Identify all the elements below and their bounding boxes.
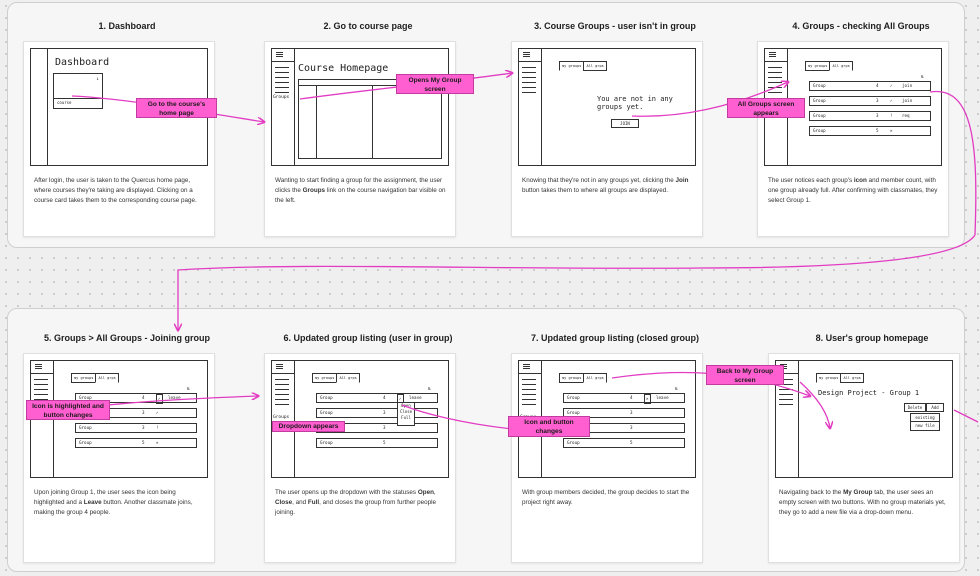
note-go-to-course: Go to the course's home page bbox=[136, 98, 217, 118]
flow-row-1: 1. Dashboard Dashboard ↓ course After lo… bbox=[7, 2, 965, 248]
groups-nav-label: Groups bbox=[273, 95, 290, 100]
sketch-heading: Dashboard bbox=[55, 57, 110, 68]
note-all-groups-screen: All Groups screen appears bbox=[727, 98, 805, 118]
empty-message: You are not in any groups yet. bbox=[597, 95, 673, 111]
sort-icon: ⇅ bbox=[675, 386, 679, 392]
note-icon-highlighted: Icon is highlighted and button changes bbox=[26, 400, 110, 420]
menu-icon bbox=[276, 52, 283, 53]
step-title: 4. Groups - checking All Groups bbox=[792, 21, 930, 31]
delete-button-sketch: Delete bbox=[904, 403, 926, 412]
menu-icon bbox=[523, 52, 530, 53]
menu-icon bbox=[276, 364, 283, 365]
step-title: 2. Go to course page bbox=[323, 21, 413, 31]
step-description: After login, the user is taken to the Qu… bbox=[34, 177, 197, 205]
step-title: 5. Groups > All Groups - Joining group bbox=[44, 333, 210, 343]
step-description: Knowing that they're not in any groups y… bbox=[522, 177, 689, 195]
wireframe-sketch: Groups Course Homepage bbox=[271, 48, 449, 166]
flow-row-2: 5. Groups > All Groups - Joining group m… bbox=[7, 308, 965, 572]
sort-icon: ⇅ bbox=[921, 74, 925, 80]
step-description: Wanting to start finding a group for the… bbox=[275, 177, 446, 205]
add-button-sketch: Add bbox=[926, 403, 944, 412]
menu-icon bbox=[35, 364, 42, 365]
sketch-heading: Design Project - Group 1 bbox=[818, 389, 920, 397]
step-title: 8. User's group homepage bbox=[815, 333, 929, 343]
note-dropdown-appears: Dropdown appears bbox=[272, 421, 345, 432]
course-card: ↓ course bbox=[53, 73, 103, 109]
note-opens-my-group: Opens My Group screen bbox=[396, 74, 474, 94]
sort-icon: ⇅ bbox=[187, 386, 191, 392]
menu-icon bbox=[523, 364, 530, 365]
join-button-sketch: JOIN bbox=[611, 119, 639, 128]
menu-icon bbox=[769, 52, 776, 53]
step-title: 7. Updated group listing (closed group) bbox=[531, 333, 699, 343]
note-icon-button-changes: Icon and button changes bbox=[508, 416, 590, 437]
sketch-heading: Course Homepage bbox=[298, 63, 389, 74]
groups-nav-label: Groups bbox=[273, 415, 290, 420]
step-card: Groups Course Homepage Wanting to start … bbox=[264, 41, 456, 237]
step-title: 3. Course Groups - user isn't in group bbox=[534, 21, 696, 31]
note-back-to-my-group: Back to My Group screen bbox=[706, 365, 784, 385]
step-description: The user notices each group's icon and m… bbox=[768, 177, 938, 205]
step-description: Navigating back to the My Group tab, the… bbox=[779, 489, 946, 517]
step-title: 6. Updated group listing (user in group) bbox=[283, 333, 453, 343]
step-description: Upon joining Group 1, the user sees the … bbox=[34, 489, 193, 517]
step-description: With group members decided, the group de… bbox=[522, 489, 690, 507]
step-title: 1. Dashboard bbox=[98, 21, 156, 31]
sort-icon: ⇅ bbox=[428, 386, 432, 392]
menu-icon bbox=[780, 364, 787, 365]
step-card: Dashboard ↓ course After login, the user… bbox=[23, 41, 215, 237]
step-description: The user opens up the dropdown with the … bbox=[275, 489, 437, 517]
